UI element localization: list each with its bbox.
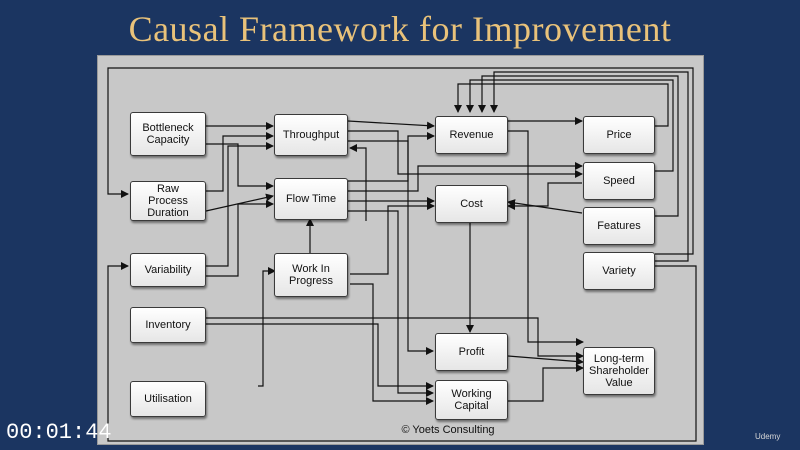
slide-title: Causal Framework for Improvement (128, 9, 672, 49)
node-flow-time: Flow Time (274, 178, 348, 220)
node-work-in-progress: Work In Progress (274, 253, 348, 297)
udemy-logo-icon: Udemy (755, 432, 780, 441)
node-raw-process-duration: Raw Process Duration (130, 181, 206, 221)
node-utilisation: Utilisation (130, 381, 206, 417)
node-long-term-shareholder-value: Long-term Shareholder Value (583, 347, 655, 395)
node-inventory: Inventory (130, 307, 206, 343)
node-profit: Profit (435, 333, 508, 371)
node-working-capital: Working Capital (435, 380, 508, 420)
node-variability: Variability (130, 253, 206, 287)
node-bottleneck-capacity: Bottleneck Capacity (130, 112, 206, 156)
node-revenue: Revenue (435, 116, 508, 154)
node-price: Price (583, 116, 655, 154)
video-timestamp: 00:01:44 (6, 420, 112, 445)
node-features: Features (583, 207, 655, 245)
node-variety: Variety (583, 252, 655, 290)
brand-label: Udemy (755, 432, 781, 441)
node-cost: Cost (435, 185, 508, 223)
copyright-notice: © Yoets Consulting (401, 424, 495, 436)
node-throughput: Throughput (274, 114, 348, 156)
node-speed: Speed (583, 162, 655, 200)
diagram-panel: Bottleneck Capacity Raw Process Duration… (97, 55, 704, 445)
connector-lines (107, 67, 697, 442)
